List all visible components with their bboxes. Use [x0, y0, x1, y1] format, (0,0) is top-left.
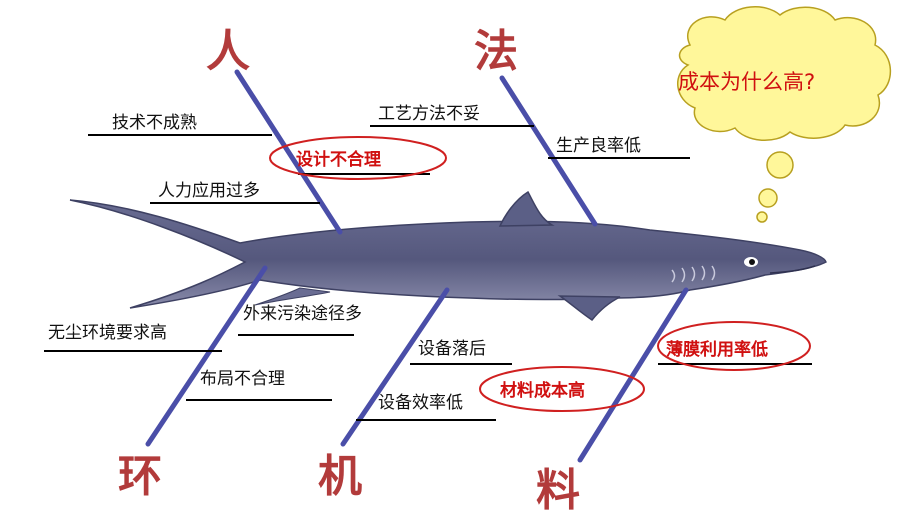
- cause-fa-1: 工艺方法不妥: [378, 104, 480, 124]
- bone-ren: [234, 69, 343, 235]
- highlight-ring: [657, 321, 811, 371]
- cause-huan-1: 外来污染途径多: [243, 304, 362, 324]
- category-ji: 机: [318, 451, 362, 502]
- category-fa: 法: [474, 26, 518, 77]
- cause-liao-2: 薄膜利用率低: [666, 339, 768, 360]
- problem-statement: 成本为什么高?: [678, 70, 815, 94]
- cause-huan-3: 布局不合理: [200, 369, 285, 389]
- cause-ren-1: 技术不成熟: [112, 112, 197, 133]
- highlight-ring: [269, 136, 447, 180]
- bone-huan: [145, 265, 268, 447]
- category-liao: 料: [536, 465, 580, 516]
- cause-ren-2: 设计不合理: [296, 149, 381, 170]
- thought-bubble: 成本为什么高?: [677, 6, 892, 223]
- cause-liao-1: 材料成本高: [500, 380, 585, 401]
- shark-illustration: [69, 190, 827, 322]
- cause-ren-3: 人力应用过多: [158, 181, 260, 201]
- cause-ji-2: 设备效率低: [378, 393, 463, 413]
- bone-liao: [577, 287, 689, 463]
- bone-fa: [499, 75, 598, 227]
- category-ren: 人: [206, 26, 250, 77]
- highlight-ring: [479, 366, 645, 412]
- cause-huan-2: 无尘环境要求高: [48, 323, 167, 343]
- category-huan: 环: [118, 451, 162, 502]
- cause-fa-2: 生产良率低: [556, 136, 641, 156]
- bone-ji: [340, 287, 450, 447]
- cause-ji-1: 设备落后: [418, 339, 486, 359]
